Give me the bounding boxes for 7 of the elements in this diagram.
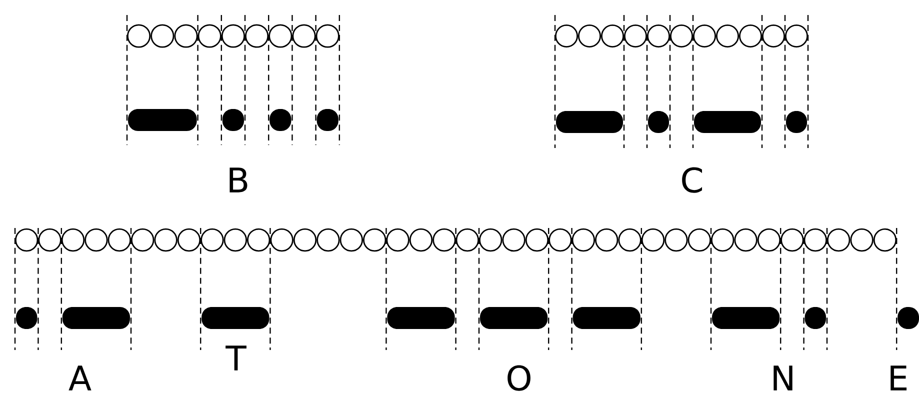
letter-label: C xyxy=(682,167,702,193)
letter-label: O xyxy=(508,365,530,391)
letter-label: A xyxy=(68,366,92,390)
letter-label: N xyxy=(774,366,792,390)
letter-label: B xyxy=(230,168,248,192)
letter-label: E xyxy=(890,366,907,390)
letter-label: T xyxy=(226,346,246,370)
